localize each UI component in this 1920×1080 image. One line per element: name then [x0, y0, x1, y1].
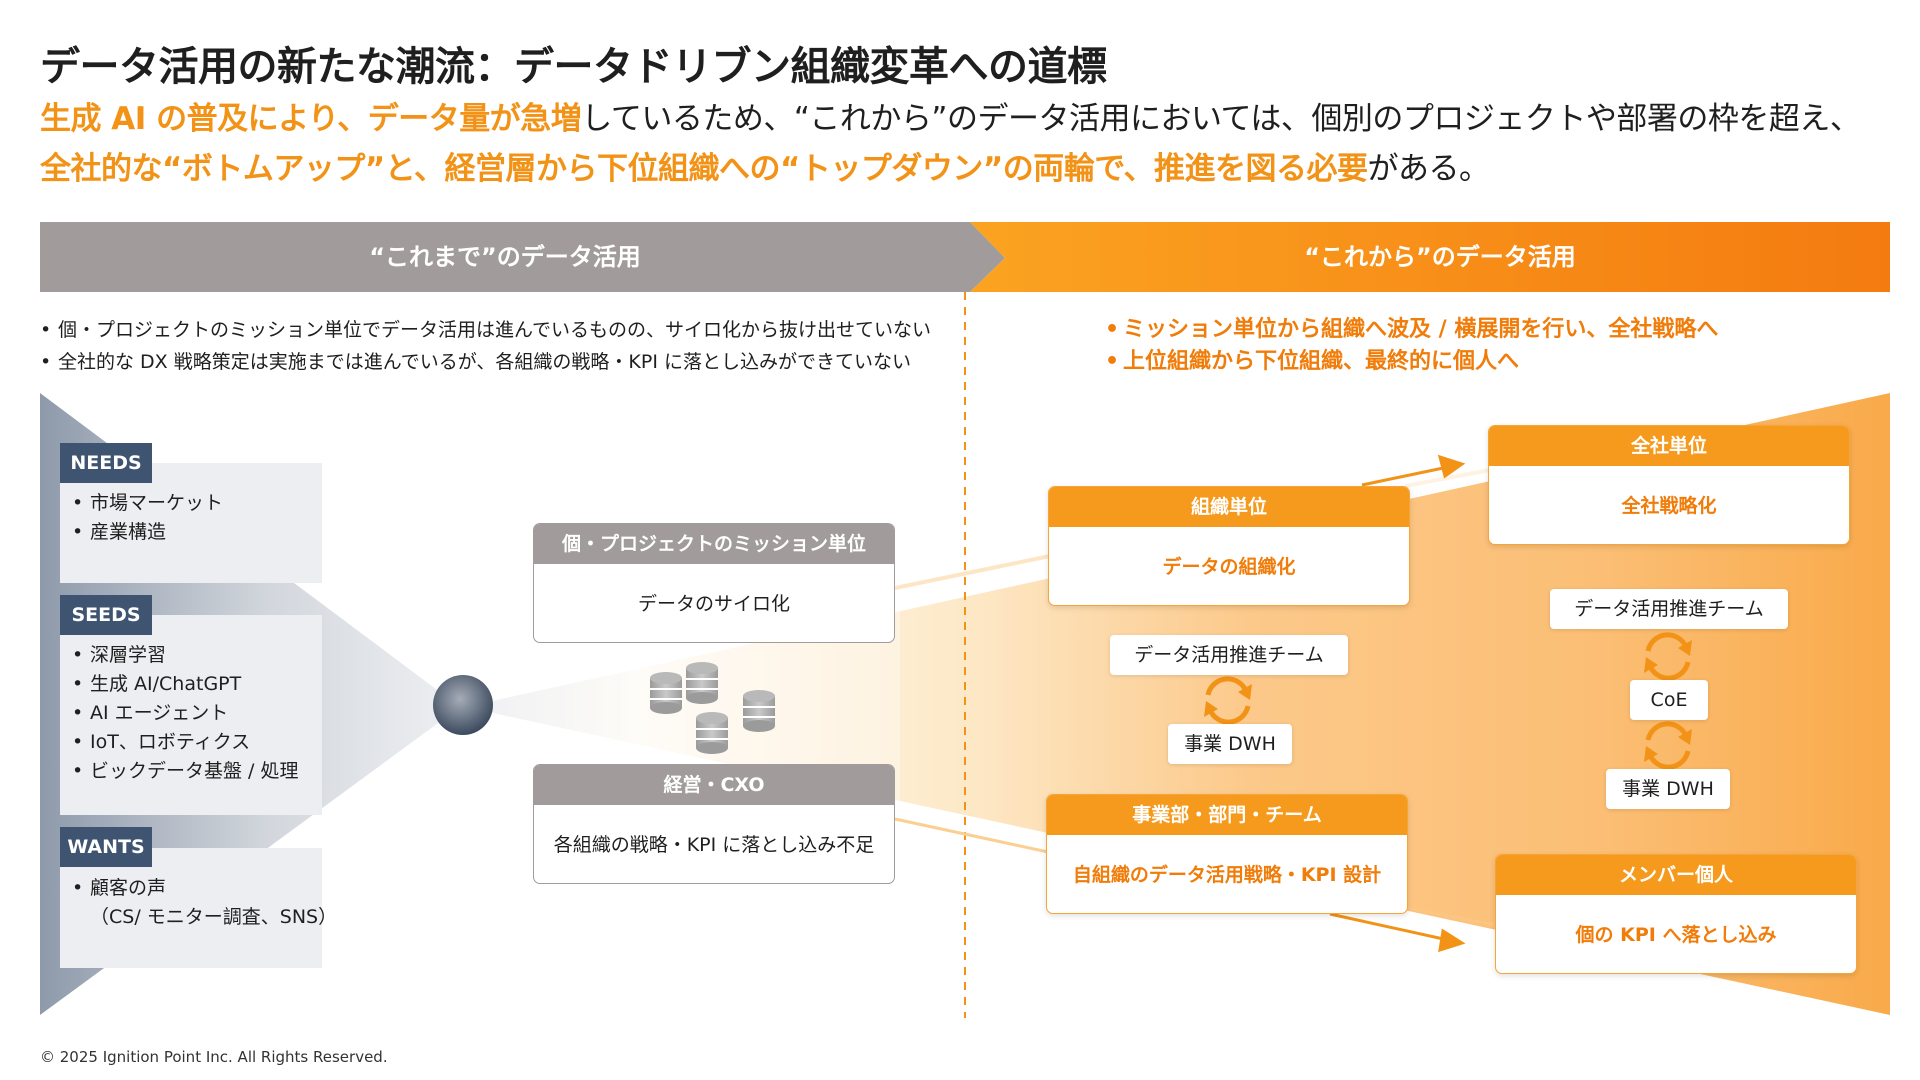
seeds-item: •IoT、ロボティクス: [72, 731, 251, 753]
wants-tag: WANTS: [60, 827, 152, 867]
seeds-item: •深層学習: [72, 644, 167, 666]
seeds-box: •深層学習 •生成 AI/ChatGPT •AI エージェント •IoT、ロボテ…: [60, 615, 322, 815]
cycle-icon-right-top: [1644, 632, 1692, 681]
cycle-icon-mid: [1204, 676, 1252, 725]
left-bullet-list: 個・プロジェクトのミッション単位でデータ活用は進んでいるものの、サイロ化から抜け…: [40, 314, 931, 378]
subtitle-text-2: がある。: [1367, 151, 1491, 187]
mission-unit-card-body: データのサイロ化: [637, 593, 790, 615]
seeds-item: •ビックデータ基盤 / 処理: [72, 760, 299, 782]
subtitle-text-1: しているため、“これから”のデータ活用においては、個別のプロジェクトや部署の枠を…: [581, 101, 1861, 137]
convergence-sphere: [433, 675, 493, 735]
cycle-icon-right-bottom: [1644, 721, 1692, 770]
dwh-chip-right: 事業 DWH: [1606, 769, 1730, 809]
database-cylinders-icon: [650, 662, 775, 754]
wants-item: （CS/ モニター調査、SNS）: [90, 906, 338, 928]
member-card: メンバー個人 個の KPI へ落とし込み: [1495, 854, 1857, 974]
division-card-header: 事業部・部門・チーム: [1047, 795, 1407, 835]
page-subtitle: 生成 AI の普及により、データ量が急増しているため、“これから”のデータ活用に…: [40, 94, 1900, 194]
banner-right-shape: [970, 222, 1890, 292]
right-bullet-item: ミッション単位から組織へ波及 / 横展開を行い、全社戦略へ: [1105, 314, 1718, 346]
seeds-item: •生成 AI/ChatGPT: [72, 673, 242, 695]
exec-cxo-card-body: 各組織の戦略・KPI に落とし込み不足: [553, 834, 875, 856]
team-chip-mid: データ活用推進チーム: [1110, 635, 1348, 675]
org-unit-card-body: データの組織化: [1162, 556, 1296, 578]
wants-item: •顧客の声: [72, 877, 167, 899]
division-card-body: 自組織のデータ活用戦略・KPI 設計: [1072, 864, 1382, 886]
needs-tag: NEEDS: [60, 443, 152, 483]
seeds-item: •AI エージェント: [72, 702, 229, 724]
seeds-tag: SEEDS: [60, 595, 152, 635]
subtitle-highlight-2: 全社的な“ボトムアップ”と、経営層から下位組織への“トップダウン”の両輪で、推進…: [40, 151, 1368, 187]
org-unit-card-header: 組織単位: [1049, 487, 1409, 527]
banner-left-shape: [40, 222, 1005, 292]
mission-unit-card-header: 個・プロジェクトのミッション単位: [534, 524, 894, 564]
left-bullet-item: 個・プロジェクトのミッション単位でデータ活用は進んでいるものの、サイロ化から抜け…: [40, 314, 931, 346]
banner-left-label: “これまで”のデータ活用: [369, 243, 641, 271]
company-unit-card-header: 全社単位: [1489, 426, 1849, 466]
exec-cxo-card-header: 経営・CXO: [534, 765, 894, 805]
right-bullet-item: 上位組織から下位組織、最終的に個人へ: [1105, 346, 1718, 378]
left-bullet-item: 全社的な DX 戦略策定は実施までは進んでいるが、各組織の戦略・KPI に落とし…: [40, 346, 931, 378]
needs-item: •市場マーケット: [72, 492, 224, 514]
copyright-footer: © 2025 Ignition Point Inc. All Rights Re…: [40, 1048, 388, 1066]
right-bullet-list: ミッション単位から組織へ波及 / 横展開を行い、全社戦略へ 上位組織から下位組織…: [1105, 314, 1718, 378]
coe-chip: CoE: [1630, 680, 1708, 720]
needs-item: •産業構造: [72, 521, 167, 543]
member-card-body: 個の KPI へ落とし込み: [1575, 924, 1777, 946]
exec-cxo-card: 経営・CXO 各組織の戦略・KPI に落とし込み不足: [533, 764, 895, 884]
org-unit-card: 組織単位 データの組織化: [1048, 486, 1410, 606]
team-chip-right: データ活用推進チーム: [1550, 589, 1788, 629]
arrow-org-to-company: [1361, 454, 1466, 487]
dwh-chip-mid: 事業 DWH: [1168, 724, 1292, 764]
company-unit-card-body: 全社戦略化: [1621, 495, 1717, 517]
mission-unit-card: 個・プロジェクトのミッション単位 データのサイロ化: [533, 523, 895, 643]
needs-box: •市場マーケット •産業構造: [60, 463, 322, 583]
company-unit-card: 全社単位 全社戦略化: [1488, 425, 1850, 545]
member-card-header: メンバー個人: [1496, 855, 1856, 895]
wants-box: •顧客の声 （CS/ モニター調査、SNS）: [60, 848, 338, 968]
arrow-division-to-member: [1329, 912, 1466, 953]
page-title: データ活用の新たな潮流：データドリブン組織変革への道標: [40, 44, 1107, 90]
division-card: 事業部・部門・チーム 自組織のデータ活用戦略・KPI 設計: [1046, 794, 1408, 914]
subtitle-highlight-1: 生成 AI の普及により、データ量が急増: [40, 101, 582, 137]
banner-right-label: “これから”のデータ活用: [1304, 243, 1576, 271]
